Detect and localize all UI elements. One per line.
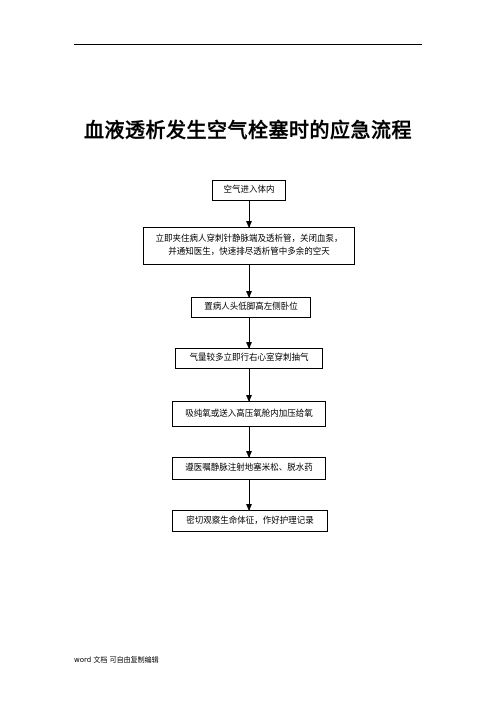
flow-step-4: 气量较多立即行右心室穿刺抽气: [175, 348, 323, 369]
flow-arrow-4: [246, 369, 252, 402]
flow-step-7: 密切观察生命体征，作好护理记录: [172, 510, 328, 532]
flow-step-1: 空气进入体内: [212, 180, 286, 201]
flow-arrow-1: [246, 201, 252, 228]
flow-step-6: 遵医嘱静脉注射地塞米松、脱水药: [172, 457, 326, 480]
flow-step-2: 立即夹住病人穿刺针静脉端及透析管，关闭血泵， 并通知医生，快速排尽透析管中多余的…: [143, 227, 355, 265]
flow-arrow-6: [246, 480, 252, 511]
flow-arrow-2: [246, 265, 252, 298]
flow-step-3: 置病人头低脚高左侧卧位: [191, 297, 311, 318]
header-rule: [74, 44, 422, 45]
document-title: 血液透析发生空气栓塞时的应急流程: [84, 118, 412, 142]
flow-arrow-3: [246, 318, 252, 349]
flow-step-5: 吸纯氧或送入高压氧舱内加压给氧: [172, 401, 326, 427]
flow-arrow-5: [246, 427, 252, 458]
footer-note: word 文档 可自由复制编辑: [74, 656, 159, 664]
